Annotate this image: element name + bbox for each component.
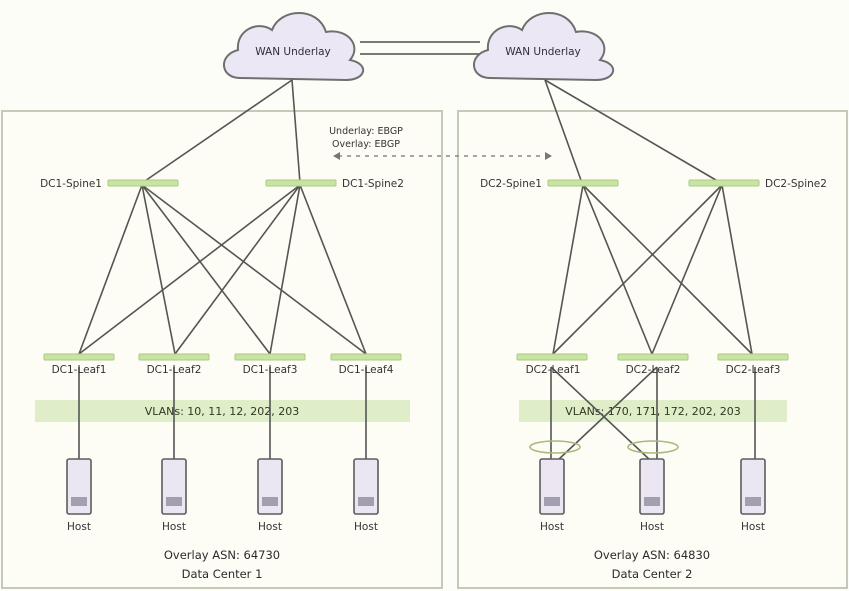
dc1-leaf4: DC1-Leaf4 xyxy=(330,353,402,376)
wan-cloud-right: WAN Underlay xyxy=(473,12,614,82)
dc2-fabric-links xyxy=(552,184,753,355)
dc2-host1-lag-icon xyxy=(529,440,581,454)
dc2-leaf1: DC2-Leaf1 xyxy=(516,353,588,376)
dc1-vlan-label: VLANs: 10, 11, 12, 202, 203 xyxy=(145,405,300,418)
dc1-host-links xyxy=(78,367,367,460)
dc2-leaf3-label: DC2-Leaf3 xyxy=(726,364,781,376)
dc2-spine1: DC2-Spine1 xyxy=(480,178,619,190)
dc2-leaf1-label: DC2-Leaf1 xyxy=(526,364,581,376)
dc1-host4: Host xyxy=(353,458,379,533)
underlay-protocol-label: Underlay: EBGP xyxy=(329,126,403,137)
dc2-spine2-label: DC2-Spine2 xyxy=(765,178,827,190)
dc2-name-label: Data Center 2 xyxy=(612,567,693,581)
dc2-asn-label: Overlay ASN: 64830 xyxy=(594,548,710,562)
overlay-protocol-label: Overlay: EBGP xyxy=(332,139,400,150)
dc2-host2-label: Host xyxy=(640,521,664,533)
dc1-spine2-label: DC1-Spine2 xyxy=(342,178,404,190)
dc1-leaf3-label: DC1-Leaf3 xyxy=(243,364,298,376)
dc1-leaf1-label: DC1-Leaf1 xyxy=(52,364,107,376)
wan-cloud-left: WAN Underlay xyxy=(223,12,364,82)
wan-cloud-left-label: WAN Underlay xyxy=(255,46,331,58)
dc1-leaf4-label: DC1-Leaf4 xyxy=(339,364,394,376)
dc1-leaf2: DC1-Leaf2 xyxy=(138,353,210,376)
dc1-host1: Host xyxy=(66,458,92,533)
dc1-host1-label: Host xyxy=(67,521,91,533)
wan-spine-links xyxy=(141,79,722,184)
dc1-host2-label: Host xyxy=(162,521,186,533)
dc1-leaf3: DC1-Leaf3 xyxy=(234,353,306,376)
dc1-leaf1: DC1-Leaf1 xyxy=(43,353,115,376)
dc2-host1: Host xyxy=(539,458,565,533)
dc1-vlan-band: VLANs: 10, 11, 12, 202, 203 xyxy=(35,400,410,422)
dc1-host3: Host xyxy=(257,458,283,533)
dc1-asn-label: Overlay ASN: 64730 xyxy=(164,548,280,562)
dc2-leaf3: DC2-Leaf3 xyxy=(717,353,789,376)
dc1-host3-label: Host xyxy=(258,521,282,533)
dc1-fabric-links xyxy=(78,184,367,355)
dc1-host4-label: Host xyxy=(354,521,378,533)
dc2-spine1-label: DC2-Spine1 xyxy=(480,178,542,190)
dc1-name-label: Data Center 1 xyxy=(182,567,263,581)
dc1-spine2: DC1-Spine2 xyxy=(265,178,404,190)
dc2-leaf2-label: DC2-Leaf2 xyxy=(626,364,681,376)
dc1-spine1-label: DC1-Spine1 xyxy=(40,178,102,190)
dc2-host1-label: Host xyxy=(540,521,564,533)
dc1-spine1: DC1-Spine1 xyxy=(40,178,179,190)
dc2-host2-lag-icon xyxy=(627,440,679,454)
dc2-host2: Host xyxy=(639,458,665,533)
dc1-host2: Host xyxy=(161,458,187,533)
wan-cloud-right-label: WAN Underlay xyxy=(505,46,581,58)
dc2-host-links xyxy=(550,366,756,461)
dc2-host3: Host xyxy=(740,458,766,533)
dc2-vlan-band: VLANs: 170, 171, 172, 202, 203 xyxy=(519,400,787,422)
wan-interconnect-link xyxy=(360,41,480,55)
dc2-leaf2: DC2-Leaf2 xyxy=(617,353,689,376)
dc-interconnect-dashed-arrow xyxy=(333,152,552,160)
dc2-spine2: DC2-Spine2 xyxy=(688,178,827,190)
dc1-leaf2-label: DC1-Leaf2 xyxy=(147,364,202,376)
dc2-vlan-label: VLANs: 170, 171, 172, 202, 203 xyxy=(565,405,741,418)
dc2-host3-label: Host xyxy=(741,521,765,533)
